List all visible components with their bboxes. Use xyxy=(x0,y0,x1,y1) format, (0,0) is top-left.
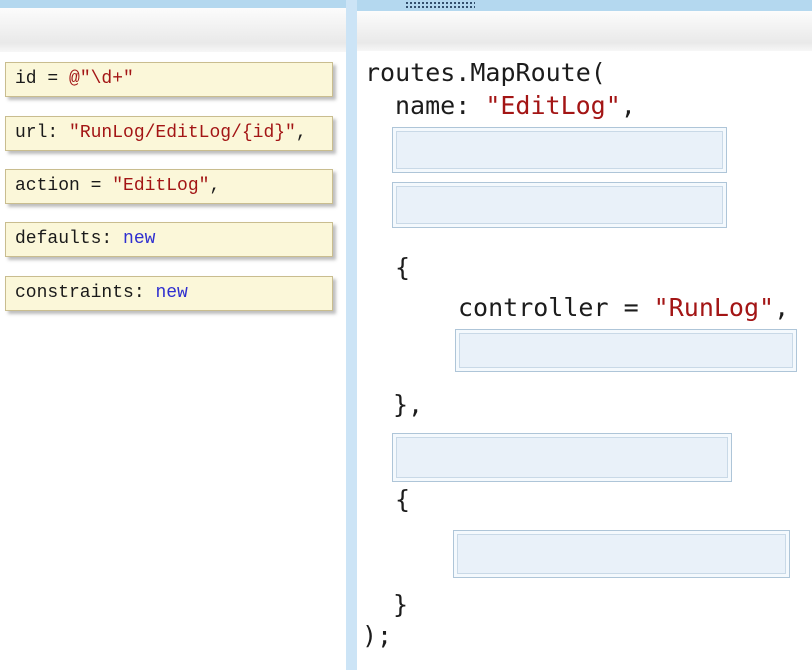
snippet-url[interactable]: url: "RunLog/EditLog/{id}", xyxy=(5,116,333,151)
snippet-string: "EditLog" xyxy=(112,176,210,196)
snippet-text: defaults: xyxy=(15,229,124,249)
snippet-id-constraint[interactable]: id = @"\d+" xyxy=(5,62,333,97)
right-panel-accent-bar xyxy=(357,0,812,11)
code-close-call: ); xyxy=(362,621,393,650)
code-open-call: routes.MapRoute( xyxy=(365,58,606,87)
drop-zone-2-inner xyxy=(396,186,723,224)
snippet-keyword: new xyxy=(155,283,188,303)
snippet-text: action = xyxy=(15,176,113,196)
code-text: name: xyxy=(395,91,486,120)
snippet-defaults[interactable]: defaults: new xyxy=(5,222,333,257)
snippet-suffix: , xyxy=(209,176,221,196)
left-panel-accent-bar xyxy=(0,0,346,8)
drop-zone-5[interactable] xyxy=(453,530,790,578)
code-text: , xyxy=(620,91,636,120)
code-text: , xyxy=(774,293,790,322)
snippet-string: @"\d+" xyxy=(69,69,134,89)
code-snippets-panel: id = @"\d+" url: "RunLog/EditLog/{id}", … xyxy=(0,0,346,670)
code-close-brace-comma: }, xyxy=(393,390,424,419)
drop-zone-1-inner xyxy=(396,131,723,169)
drag-handle-icon[interactable] xyxy=(405,1,475,9)
drop-zone-4-inner xyxy=(396,437,728,478)
snippet-text: id = xyxy=(15,69,70,89)
code-close-brace: } xyxy=(393,590,409,619)
code-open-brace-1: { xyxy=(395,253,411,282)
drop-zone-1[interactable] xyxy=(392,127,727,173)
drop-zone-4[interactable] xyxy=(392,433,732,482)
code-string: "EditLog" xyxy=(485,91,621,120)
snippet-action[interactable]: action = "EditLog", xyxy=(5,169,333,204)
snippet-text: url: xyxy=(15,123,70,143)
code-text: controller = xyxy=(458,293,654,322)
answer-area-panel: routes.MapRoute( name: "EditLog", { cont… xyxy=(357,0,812,670)
drop-zone-3-inner xyxy=(459,333,793,368)
snippet-suffix: , xyxy=(295,123,307,143)
right-panel-header xyxy=(357,11,812,51)
panel-divider xyxy=(346,0,357,670)
snippet-constraints[interactable]: constraints: new xyxy=(5,276,333,311)
snippet-string: "RunLog/EditLog/{id}" xyxy=(69,123,296,143)
snippet-text: constraints: xyxy=(15,283,156,303)
drop-zone-5-inner xyxy=(457,534,786,574)
code-open-brace-2: { xyxy=(395,485,411,514)
drop-zone-3[interactable] xyxy=(455,329,797,372)
code-controller-line: controller = "RunLog", xyxy=(458,293,789,323)
code-string: "RunLog" xyxy=(653,293,775,322)
code-name-line: name: "EditLog", xyxy=(395,91,636,121)
left-panel-header xyxy=(0,8,346,52)
snippet-keyword: new xyxy=(123,229,156,249)
drop-zone-2[interactable] xyxy=(392,182,727,228)
